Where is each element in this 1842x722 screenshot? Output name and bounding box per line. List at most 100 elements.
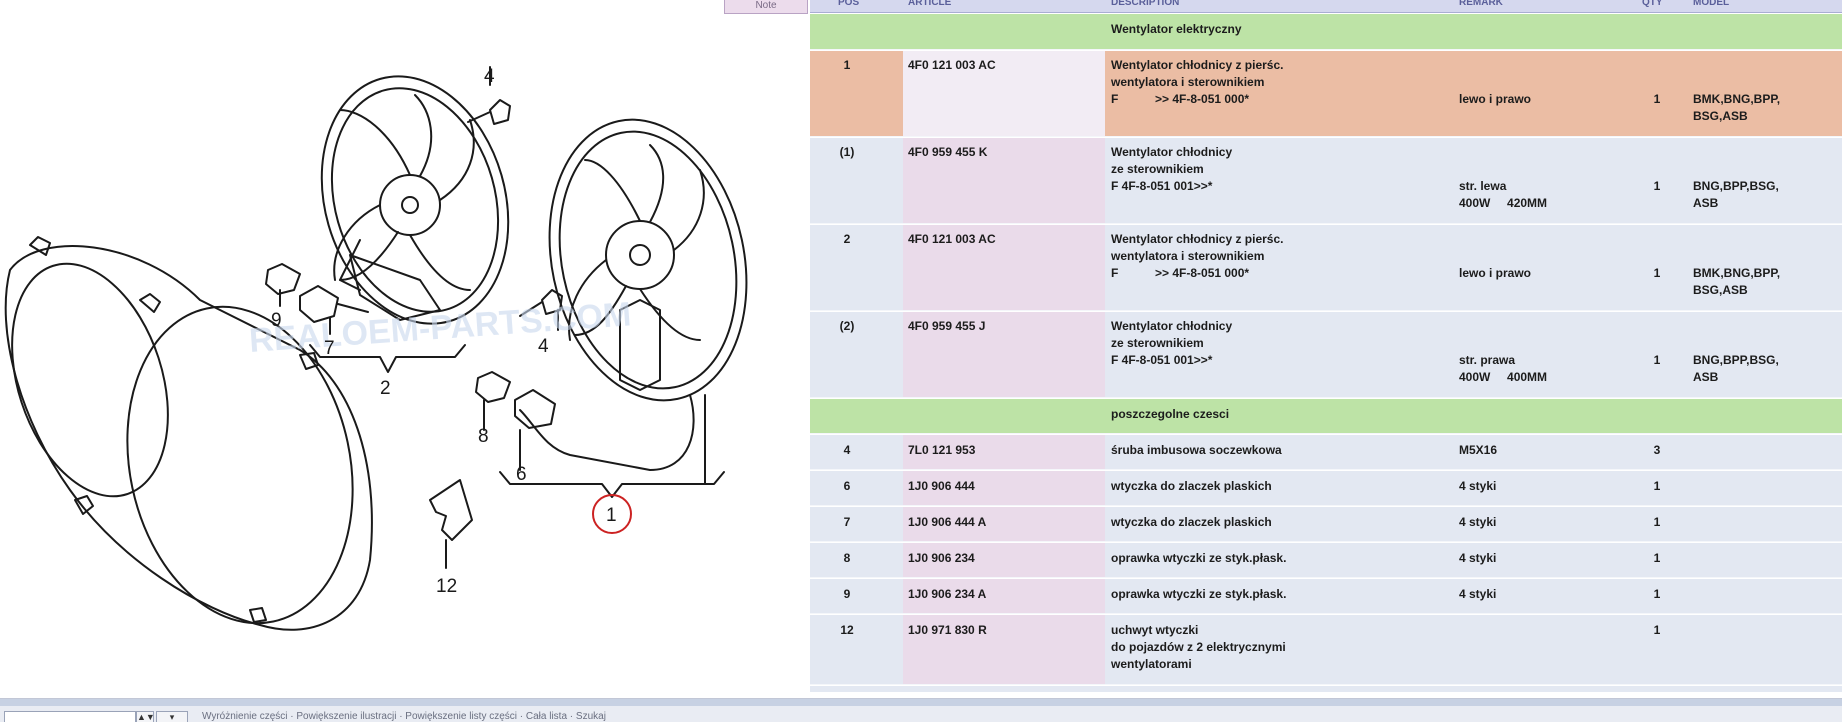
cell-article[interactable]: 4F0 121 003 AC — [908, 58, 996, 72]
cell-remark: 4 styki — [1459, 587, 1497, 601]
cell-article[interactable]: 1J0 906 234 A — [908, 587, 987, 601]
callout-12: 12 — [436, 576, 457, 597]
cell-pos: 9 — [843, 587, 851, 601]
cell-pos: 4 — [843, 443, 851, 457]
table-row[interactable]: 7 1J0 906 444 A wtyczka do zlaczek plask… — [810, 507, 1842, 542]
table-row[interactable]: (1) 4F0 959 455 K Wentylator chłodnicy z… — [810, 138, 1842, 224]
col-model[interactable]: MODEL — [1693, 0, 1730, 8]
connector-9 — [265, 263, 301, 295]
cell-description: wtyczka do zlaczek plaskich — [1111, 515, 1272, 529]
cell-pos: 6 — [843, 479, 851, 493]
cell-description: Wentylator chłodnicy z pierśc. wentylato… — [1111, 232, 1284, 280]
bottom-toolbar: ▲▼ ▾ Wyróżnienie części · Powiększenie i… — [0, 698, 1842, 722]
fan-shroud-opening — [126, 305, 354, 625]
cell-description: wtyczka do zlaczek plaskich — [1111, 479, 1272, 493]
cell-model: BNG,BPP,BSG, ASB — [1693, 353, 1779, 384]
fan-2-hub — [379, 174, 441, 236]
cell-qty: 1 — [1653, 515, 1661, 529]
cell-pos: 12 — [840, 623, 854, 637]
callout-1: 1 — [606, 505, 617, 526]
cell-model: BMK,BNG,BPP, BSG,ASB — [1693, 92, 1781, 123]
spin-buttons[interactable]: ▲▼ — [136, 711, 155, 722]
cell-qty: 1 — [1653, 479, 1661, 493]
cell-pos: 8 — [843, 551, 851, 565]
cell-model: BNG,BPP,BSG, ASB — [1693, 179, 1779, 210]
fan-1-ring — [548, 118, 748, 402]
cell-remark: str. lewa 400W 420MM — [1459, 179, 1548, 210]
dropdown-button[interactable]: ▾ — [156, 711, 188, 722]
cell-qty: 3 — [1653, 443, 1661, 457]
cell-pos: 7 — [843, 515, 851, 529]
cell-article[interactable]: 4F0 959 455 K — [908, 145, 988, 159]
callout-2: 2 — [380, 378, 391, 399]
callout-4-top: 4 — [484, 66, 495, 87]
cell-remark: 4 styki — [1459, 515, 1497, 529]
cell-article[interactable]: 4F0 121 003 AC — [908, 232, 996, 246]
cell-article[interactable]: 1J0 971 830 R — [908, 623, 987, 637]
scrollbar-strip[interactable] — [0, 699, 1842, 706]
col-description[interactable]: DESCRIPTION — [1111, 0, 1180, 8]
bolt-mid — [519, 289, 563, 317]
cell-pos: 1 — [843, 58, 851, 72]
group-row-fan: Wentylator elektryczny — [810, 14, 1842, 50]
cell-pos: 2 — [843, 232, 851, 246]
note-tab[interactable]: Note — [724, 0, 808, 14]
table-row[interactable]: 12 1J0 971 830 R uchwyt wtyczki do pojaz… — [810, 615, 1842, 685]
exploded-view-illustration[interactable]: REALOEM-PARTS.COM 4 4 9 7 2 8 6 1 12 — [0, 0, 808, 698]
cell-description: uchwyt wtyczki do pojazdów z 2 elektrycz… — [1111, 623, 1286, 671]
cell-article[interactable]: 1J0 906 234 — [908, 551, 975, 565]
cell-description: Wentylator chłodnicy ze sterownikiem F 4… — [1111, 145, 1233, 193]
callout-6: 6 — [516, 464, 527, 485]
cell-qty: 1 — [1653, 623, 1661, 637]
table-footer-strip — [810, 686, 1842, 692]
parts-diagram-panel[interactable]: REALOEM-PARTS.COM 4 4 9 7 2 8 6 1 12 Not… — [0, 0, 808, 698]
cell-qty: 1 — [1653, 266, 1661, 280]
cell-description: oprawka wtyczki ze styk.płask. — [1111, 587, 1287, 601]
callout-4-mid: 4 — [538, 336, 549, 357]
status-links[interactable]: Wyróżnienie części · Powiększenie ilustr… — [202, 711, 606, 722]
search-combo-input[interactable] — [4, 711, 136, 722]
cell-description: oprawka wtyczki ze styk.płask. — [1111, 551, 1287, 565]
fan-1-hub — [605, 220, 675, 290]
table-row[interactable]: 9 1J0 906 234 A oprawka wtyczki ze styk.… — [810, 579, 1842, 614]
group-label: poszczegolne czesci — [1111, 407, 1230, 421]
cell-article[interactable]: 1J0 906 444 A — [908, 515, 987, 529]
table-row[interactable]: 6 1J0 906 444 wtyczka do zlaczek plaskic… — [810, 471, 1842, 506]
cell-article[interactable]: 7L0 121 953 — [908, 443, 976, 457]
col-remark[interactable]: REMARK — [1459, 0, 1503, 8]
cell-pos: (2) — [839, 319, 855, 333]
callout-9: 9 — [271, 310, 282, 331]
table-row[interactable]: 2 4F0 121 003 AC Wentylator chłodnicy z … — [810, 225, 1842, 311]
table-header: POS ARTICLE DESCRIPTION REMARK QTY MODEL — [810, 0, 1842, 13]
bolt-top — [467, 99, 511, 125]
cell-qty: 1 — [1653, 551, 1661, 565]
table-row[interactable]: 4 7L0 121 953 śruba imbusowa soczewkowa … — [810, 435, 1842, 470]
cell-description: śruba imbusowa soczewkowa — [1111, 443, 1282, 457]
connector-8 — [475, 371, 511, 403]
callout-8: 8 — [478, 426, 489, 447]
table-row[interactable]: 1 4F0 121 003 AC Wentylator chłodnicy z … — [810, 51, 1842, 137]
cell-qty: 1 — [1653, 587, 1661, 601]
connector-6 — [514, 389, 556, 429]
connector-7 — [299, 285, 369, 323]
cell-article[interactable]: 1J0 906 444 — [908, 479, 975, 493]
col-article[interactable]: ARTICLE — [908, 0, 952, 8]
cell-description: Wentylator chłodnicy z pierśc. wentylato… — [1111, 58, 1284, 106]
callout-1-highlight-ring — [592, 494, 632, 534]
watermark-text: REALOEM-PARTS.COM — [248, 295, 633, 360]
fan-1-controller — [619, 299, 661, 391]
table-row[interactable]: 8 1J0 906 234 oprawka wtyczki ze styk.pł… — [810, 543, 1842, 578]
fan-shroud-outline — [4, 245, 373, 631]
cell-qty: 1 — [1653, 353, 1661, 367]
fan-2-ring — [320, 75, 510, 325]
cell-article[interactable]: 4F0 959 455 J — [908, 319, 986, 333]
col-qty[interactable]: QTY — [1642, 0, 1663, 8]
group-label: Wentylator elektryczny — [1111, 22, 1242, 36]
table-row[interactable]: (2) 4F0 959 455 J Wentylator chłodnicy z… — [810, 312, 1842, 398]
cell-qty: 1 — [1653, 179, 1661, 193]
group-row-parts: poszczegolne czesci — [810, 399, 1842, 434]
cell-description: Wentylator chłodnicy ze sterownikiem F 4… — [1111, 319, 1233, 367]
callout-7: 7 — [324, 338, 335, 359]
col-pos[interactable]: POS — [838, 0, 860, 8]
cell-remark: 4 styki — [1459, 479, 1497, 493]
